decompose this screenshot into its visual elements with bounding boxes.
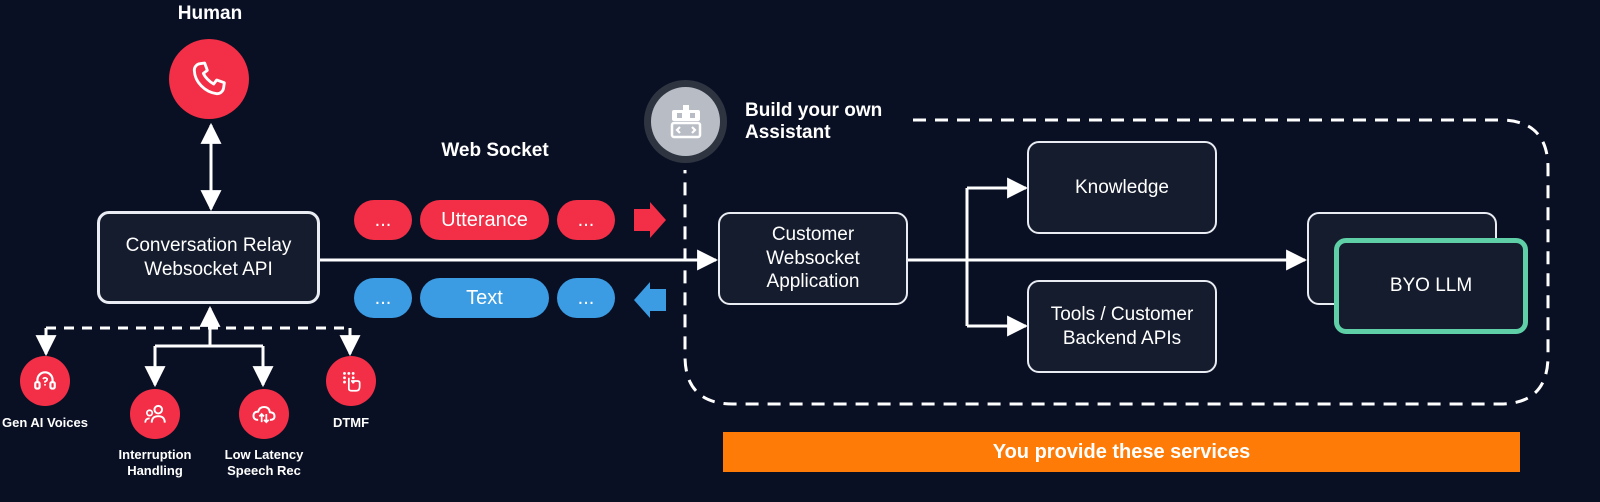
dtmf-badge (326, 356, 376, 406)
speech-rec-badge (239, 389, 289, 439)
human-phone (169, 39, 249, 119)
interruption-handling-badge (130, 389, 180, 439)
human-label: Human (177, 3, 243, 24)
assistant-boundary (683, 118, 1550, 406)
conversation-relay-box: Conversation Relay Websocket API (97, 211, 320, 304)
incoming-pill-3: ... (557, 278, 615, 318)
gen-ai-voices-label: Gen AI Voices (2, 415, 88, 430)
outgoing-pill-1: ... (354, 200, 412, 240)
tools-box: Tools / Customer Backend APIs (1027, 280, 1217, 373)
people-icon (144, 404, 166, 423)
cloud-icon (252, 406, 276, 424)
customer-app-label: Customer Websocket Application (766, 223, 860, 293)
outgoing-pill-utterance: Utterance (420, 200, 549, 240)
you-provide-banner: You provide these services (723, 432, 1520, 472)
dtmf-label: DTMF (332, 415, 370, 430)
knowledge-box: Knowledge (1027, 141, 1217, 234)
byo-llm-box: BYO LLM (1334, 238, 1528, 334)
incoming-direction-arrow (634, 282, 666, 318)
speech-rec-label: Low Latency Speech Rec (224, 447, 304, 478)
websocket-label: Web Socket (441, 140, 549, 161)
incoming-pill-text: Text (420, 278, 549, 318)
conversation-relay-label: Conversation Relay Websocket API (125, 234, 292, 280)
robot-icon (670, 104, 701, 138)
banner-label: You provide these services (992, 440, 1251, 463)
incoming-pill-1: ... (354, 278, 412, 318)
assistant-label: Build your own Assistant (745, 100, 883, 143)
robot-badge (644, 80, 727, 163)
tools-label: Tools / Customer Backend APIs (1050, 303, 1194, 349)
knowledge-label: Knowledge (1074, 176, 1170, 198)
customer-websocket-app-box: Customer Websocket Application (718, 212, 908, 305)
outgoing-pill-3: ... (557, 200, 615, 240)
phone-icon (192, 61, 226, 96)
byo-llm-label: BYO LLM (1389, 275, 1473, 297)
headset-icon (34, 371, 56, 390)
outgoing-direction-arrow (634, 202, 666, 238)
keypad-icon (343, 372, 361, 392)
gen-ai-voices-badge (20, 356, 70, 406)
interruption-handling-label: Interruption Handling (118, 447, 192, 478)
